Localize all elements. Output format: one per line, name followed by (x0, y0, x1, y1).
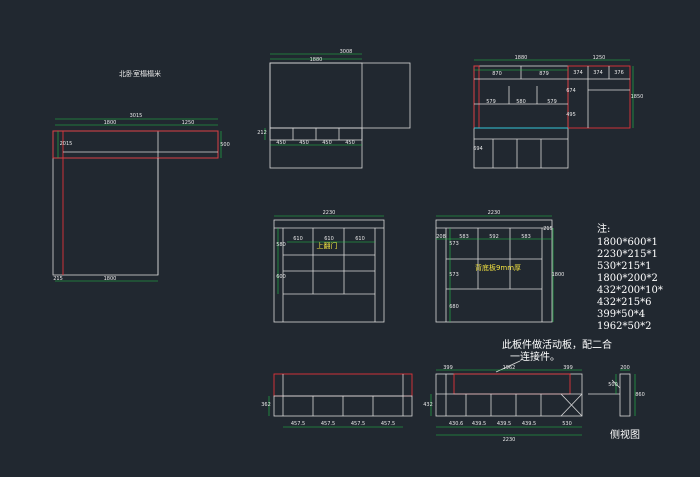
base-cell-1: 457.5 (291, 421, 305, 427)
front-bottom-2: 450 (299, 140, 309, 146)
base2-height: 432 (423, 402, 433, 408)
base2-cell-1: 430.6 (449, 421, 463, 427)
base2-cell-4: 439.5 (522, 421, 536, 427)
note-2: 2230*215*1 (597, 249, 658, 260)
door-cell-1: 610 (293, 236, 303, 242)
side-height: 500 (608, 382, 618, 388)
note-6: 432*215*6 (597, 297, 652, 308)
side-view: 200 500 860 侧视图 (588, 365, 645, 441)
annotation-line-2: 一连接件。 (510, 350, 560, 363)
side-view-label: 侧视图 (610, 428, 640, 441)
door-cell-3: 610 (355, 236, 365, 242)
base-cell-2: 457.5 (321, 421, 335, 427)
tall-top-cell-2: 879 (539, 71, 549, 77)
plan-view: 3015 1800 1250 500 2015 1800 215 (52, 113, 230, 282)
tall-mid-cell-2: 580 (516, 99, 526, 105)
tall-right-cell-1: 374 (573, 70, 583, 76)
tall-right-cell-3: 376 (614, 70, 624, 76)
tall-overall-left: 1880 (515, 55, 528, 61)
base2-top-mid: 1962 (503, 365, 516, 371)
tall-top-cell-1: 870 (492, 71, 502, 77)
base2-overall: 2230 (503, 437, 516, 443)
plan-side: 500 (220, 142, 230, 148)
plan-bottom-width: 1800 (104, 276, 117, 282)
front-bottom-4: 450 (345, 140, 355, 146)
plan-right-width: 1250 (182, 120, 195, 126)
tall-mid-cell-1: 579 (486, 99, 496, 105)
back-height-1: 573 (449, 241, 459, 247)
back-total-height: 1800 (552, 272, 565, 278)
base2-top-left: 399 (443, 365, 453, 371)
front-top: 1880 (310, 57, 323, 63)
plan-depth: 2015 (60, 141, 73, 147)
front-view: 3008 1880 212 450 450 450 450 (257, 49, 411, 169)
back-overall: 2230 (488, 210, 501, 216)
base-cell-4: 457.5 (381, 421, 395, 427)
base2-cell-3: 439.5 (497, 421, 511, 427)
base-view: 362 457.5 457.5 457.5 457.5 (261, 373, 413, 428)
tall-left-height: 674 (566, 88, 576, 94)
plan-left-width: 1800 (104, 120, 117, 126)
tall-view: 1880 1250 870 879 374 374 376 579 580 57… (473, 55, 644, 169)
note-4: 1800*200*2 (597, 273, 658, 284)
back-right: 215 (543, 226, 553, 232)
tall-overall-right: 1250 (593, 55, 606, 61)
back-cell-2: 592 (489, 234, 499, 240)
front-overall: 3008 (340, 49, 353, 55)
notes-heading: 注: (597, 222, 610, 235)
upper-door-view: 2230 610 610 610 580 600 上翻门 (273, 210, 385, 323)
front-bottom-3: 450 (322, 140, 332, 146)
tall-mid-height: 495 (566, 112, 576, 118)
note-5: 432*200*10* (597, 285, 663, 296)
base-cell-3: 457.5 (351, 421, 365, 427)
tall-lower-height: 694 (473, 146, 483, 152)
tall-mid-cell-3: 579 (547, 99, 557, 105)
door-left-height-1: 580 (276, 242, 286, 248)
door-label: 上翻门 (317, 241, 338, 250)
base-height: 362 (261, 402, 271, 408)
plan-bottom-side: 215 (53, 276, 63, 282)
tall-right-cell-2: 374 (593, 70, 603, 76)
door-overall: 2230 (323, 210, 336, 216)
front-bottom-1: 450 (276, 140, 286, 146)
side-top: 200 (620, 365, 630, 371)
base-view-2: 399 1962 399 432 430.6 439.5 439.5 439.5… (423, 365, 583, 443)
note-3: 530*215*1 (597, 261, 652, 272)
back-cell-3: 583 (521, 234, 531, 240)
drawing-title: 北卧室榻榻米 (119, 69, 161, 78)
back-height-3: 680 (449, 304, 459, 310)
plan-overall: 3015 (130, 113, 143, 119)
note-8: 1962*50*2 (597, 321, 652, 332)
annotation-line-1: 此板件做活动板，配二合 (502, 338, 612, 351)
base2-top-right: 399 (563, 365, 573, 371)
door-cell-2: 610 (324, 236, 334, 242)
tall-right-height: 1850 (631, 94, 644, 100)
note-1: 1800*600*1 (597, 237, 658, 248)
notes-block: 注: 1800*600*1 2230*215*1 530*215*1 1800*… (597, 222, 663, 332)
back-left: 208 (436, 234, 446, 240)
back-cell-1: 583 (459, 234, 469, 240)
back-label: 背底板9mm厚 (475, 263, 521, 272)
door-left-height-2: 600 (276, 274, 286, 280)
back-height-2: 573 (449, 272, 459, 278)
back-view: 2230 208 583 592 583 215 573 573 680 180… (435, 210, 565, 323)
front-height: 212 (257, 130, 267, 136)
side-total: 860 (635, 392, 645, 398)
base2-cell-5: 530 (562, 421, 572, 427)
base2-cell-2: 439.5 (472, 421, 486, 427)
note-7: 399*50*4 (597, 309, 645, 320)
